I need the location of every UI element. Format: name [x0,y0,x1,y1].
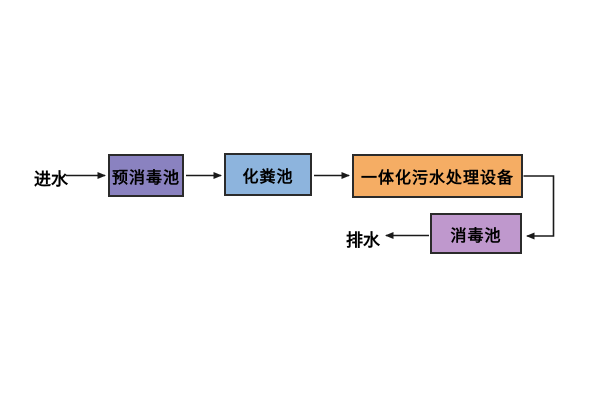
arrow-integrated-to-disinfection [523,175,555,240]
node-septic-tank: 化粪池 [224,153,312,196]
outlet-label: 排水 [346,231,380,251]
node-disinfection-tank: 消毒池 [430,213,522,254]
node-pre-disinfection-tank: 预消毒池 [108,154,184,197]
inlet-label: 进水 [34,170,68,190]
node-integrated-sewage-treatment: 一体化污水处理设备 [352,154,523,198]
